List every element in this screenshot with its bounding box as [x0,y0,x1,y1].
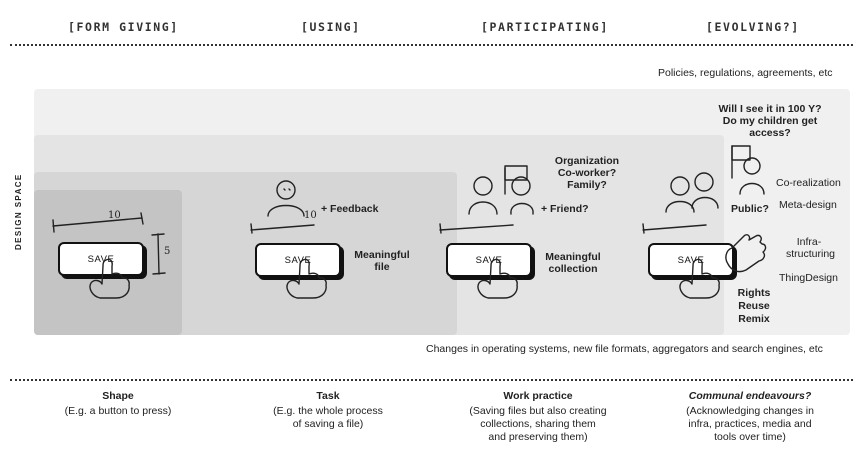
hand-icon-4 [679,258,720,299]
footer-work-practice-desc-1: (Saving files but also creating [469,405,607,417]
term-meta-design: Meta-design [779,199,837,211]
term-co-realization: Co-realization [776,177,841,189]
footer-shape-title: Shape [102,390,134,402]
header-form-giving: [FORM GIVING] [68,20,179,34]
hand-icon-2 [286,258,327,299]
reuse-label: Reuse [738,300,770,312]
height-value: 5 [164,246,171,257]
meaningful-file-line-1: Meaningful [354,249,410,261]
hand-icon-3 [477,258,518,299]
meaningful-collection-label: Meaningful collection [541,251,605,275]
footer-communal-desc-1: (Acknowledging changes in [686,405,814,417]
rights-label: Rights [737,287,771,299]
friend-label: + Friend? [541,203,589,215]
footer-work-practice-desc-3: and preserving them) [488,431,588,443]
header-participating: [PARTICIPATING] [481,20,609,34]
width-measure-icon-4 [642,223,707,234]
footer-work-practice-title: Work practice [503,390,573,402]
save-button-4: SAVE [648,243,734,277]
open-hand-icon [725,234,767,273]
rights-reuse-remix: Rights Reuse Remix [732,287,776,326]
footer-shape: Shape (E.g. a button to press) [40,390,196,418]
width-measure-icon-2 [250,223,315,234]
height-measure-icon [151,233,166,275]
organization-line-3: Family? [567,179,607,191]
feedback-label: + Feedback [321,203,379,215]
footer-task: Task (E.g. the whole process of saving a… [248,390,408,431]
hundred-years-line-3: access? [749,127,791,139]
term-thingdesign: ThingDesign [779,272,838,284]
footer-task-title: Task [316,390,340,402]
save-button-label: SAVE [87,253,115,265]
organization-question: Organization Co-worker? Family? [550,155,624,191]
save-button-4-label: SAVE [677,254,705,266]
term-infra-line-1: Infra- [796,236,822,248]
footer-work-practice: Work practice (Saving files but also cre… [456,390,620,444]
person-icon [267,180,305,217]
hundred-years-line-1: Will I see it in 100 Y? [718,103,822,115]
save-button-3: SAVE [446,243,532,277]
width-measure-icon-3 [439,223,514,234]
footer-communal-desc-2: infra, practices, media and [688,418,812,430]
top-note: Policies, regulations, agreements, etc [658,67,833,79]
save-button-2: SAVE [255,243,341,277]
people-with-flag-icon [468,165,534,215]
save-button: SAVE [58,242,144,276]
footer-communal-desc-3: tools over time) [714,431,786,443]
meaningful-collection-line-1: Meaningful [545,251,601,263]
person-with-flag-icon [731,145,765,195]
remix-label: Remix [738,313,770,325]
organization-line-2: Co-worker? [557,167,617,179]
footer-communal: Communal endeavours? (Acknowledging chan… [670,390,830,444]
save-button-3-label: SAVE [475,254,503,266]
width-measure-icon [52,212,144,233]
hand-icon [89,258,130,299]
save-button-2-label: SAVE [284,254,312,266]
meaningful-file-label: Meaningful file [350,249,414,273]
bottom-note: Changes in operating systems, new file f… [426,343,823,355]
organization-line-1: Organization [554,155,620,167]
header-using: [USING] [301,20,361,34]
hundred-years-line-2: Do my children get [722,115,818,127]
public-label: Public? [731,203,769,215]
width-value: 10 [108,210,121,221]
people-group-icon [665,172,719,213]
footer-shape-desc-1: (E.g. a button to press) [64,405,172,417]
meaningful-collection-line-2: collection [548,263,598,275]
term-infra-line-2: structuring [786,248,836,260]
footer-task-desc-1: (E.g. the whole process [273,405,383,417]
header-evolving: [EVOLVING?] [706,20,800,34]
footer-task-desc-2: of saving a file) [292,418,364,430]
footer-work-practice-desc-2: collections, sharing them [480,418,596,430]
meaningful-file-line-2: file [374,261,390,273]
bottom-divider [10,379,853,381]
top-divider [10,44,853,46]
term-infra-structuring: Infra- structuring [786,236,836,260]
design-space-label: DESIGN SPACE [14,173,23,250]
hundred-years-question: Will I see it in 100 Y? Do my children g… [710,103,830,139]
width-value-2: 10 [304,210,317,221]
footer-communal-title: Communal endeavours? [688,390,812,402]
